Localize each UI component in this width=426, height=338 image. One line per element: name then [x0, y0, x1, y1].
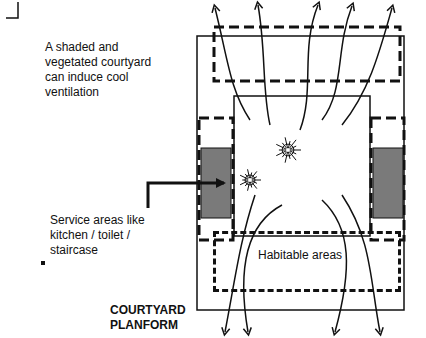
- note-text: Service areas like kitchen / toilet / st…: [50, 213, 158, 258]
- service-zone: [371, 118, 404, 240]
- tree-symbols: [240, 137, 301, 190]
- airflow-arrows: [215, 5, 392, 332]
- note-text: A shaded and vegetated courtyard can ind…: [45, 40, 163, 100]
- outer-wall: [197, 36, 404, 310]
- bullet-mark: [41, 261, 45, 265]
- zone-label: Habitable areas: [256, 248, 344, 263]
- leader-line: [148, 183, 224, 208]
- corner-mark: [6, 2, 18, 18]
- service-area: [373, 148, 403, 218]
- habitable-zone: Habitable areas: [213, 231, 401, 292]
- service-zone: [199, 118, 233, 240]
- diagram-caption: COURTYARD PLANFORM: [110, 303, 202, 333]
- courtyard-outline: [234, 96, 370, 236]
